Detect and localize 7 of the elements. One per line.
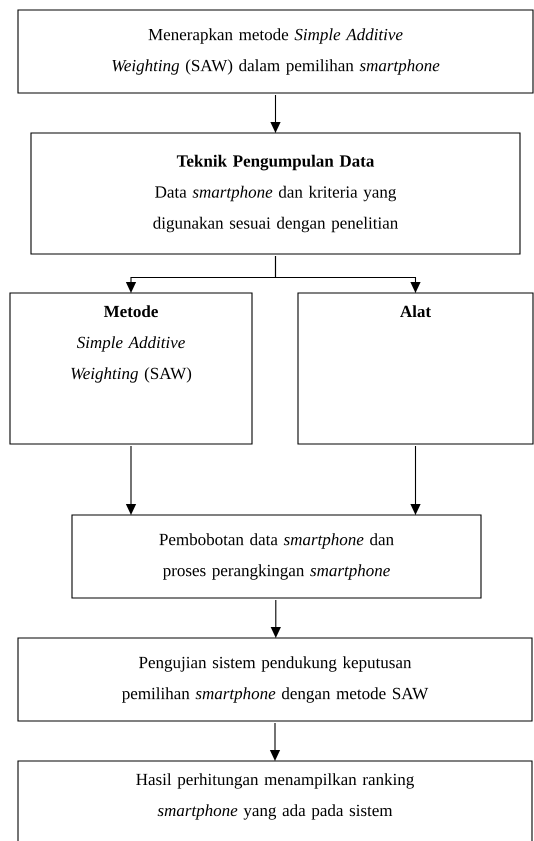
process-box: Pengujian sistem pendukung keputusan pemilihan smartphone dengan metode SAW: [17, 637, 533, 722]
process-box: Pembobotan data smartphone dan proses perangkingan smartphone: [71, 514, 482, 599]
process-box: Menerapkan metode Simple Additive Weighting (SAW) dalam pemilihan smartphone: [17, 9, 534, 94]
process-box: Metode Simple Additive Weighting (SAW): [9, 292, 253, 445]
process-box: Teknik Pengumpulan Data Data smartphone dan kriteria yang digunakan sesuai dengan penelitian: [30, 132, 521, 255]
process-box: Hasil perhitungan menampilkan ranking smartphone yang ada pada sistem: [17, 760, 533, 841]
process-box: Alat: [297, 292, 534, 445]
